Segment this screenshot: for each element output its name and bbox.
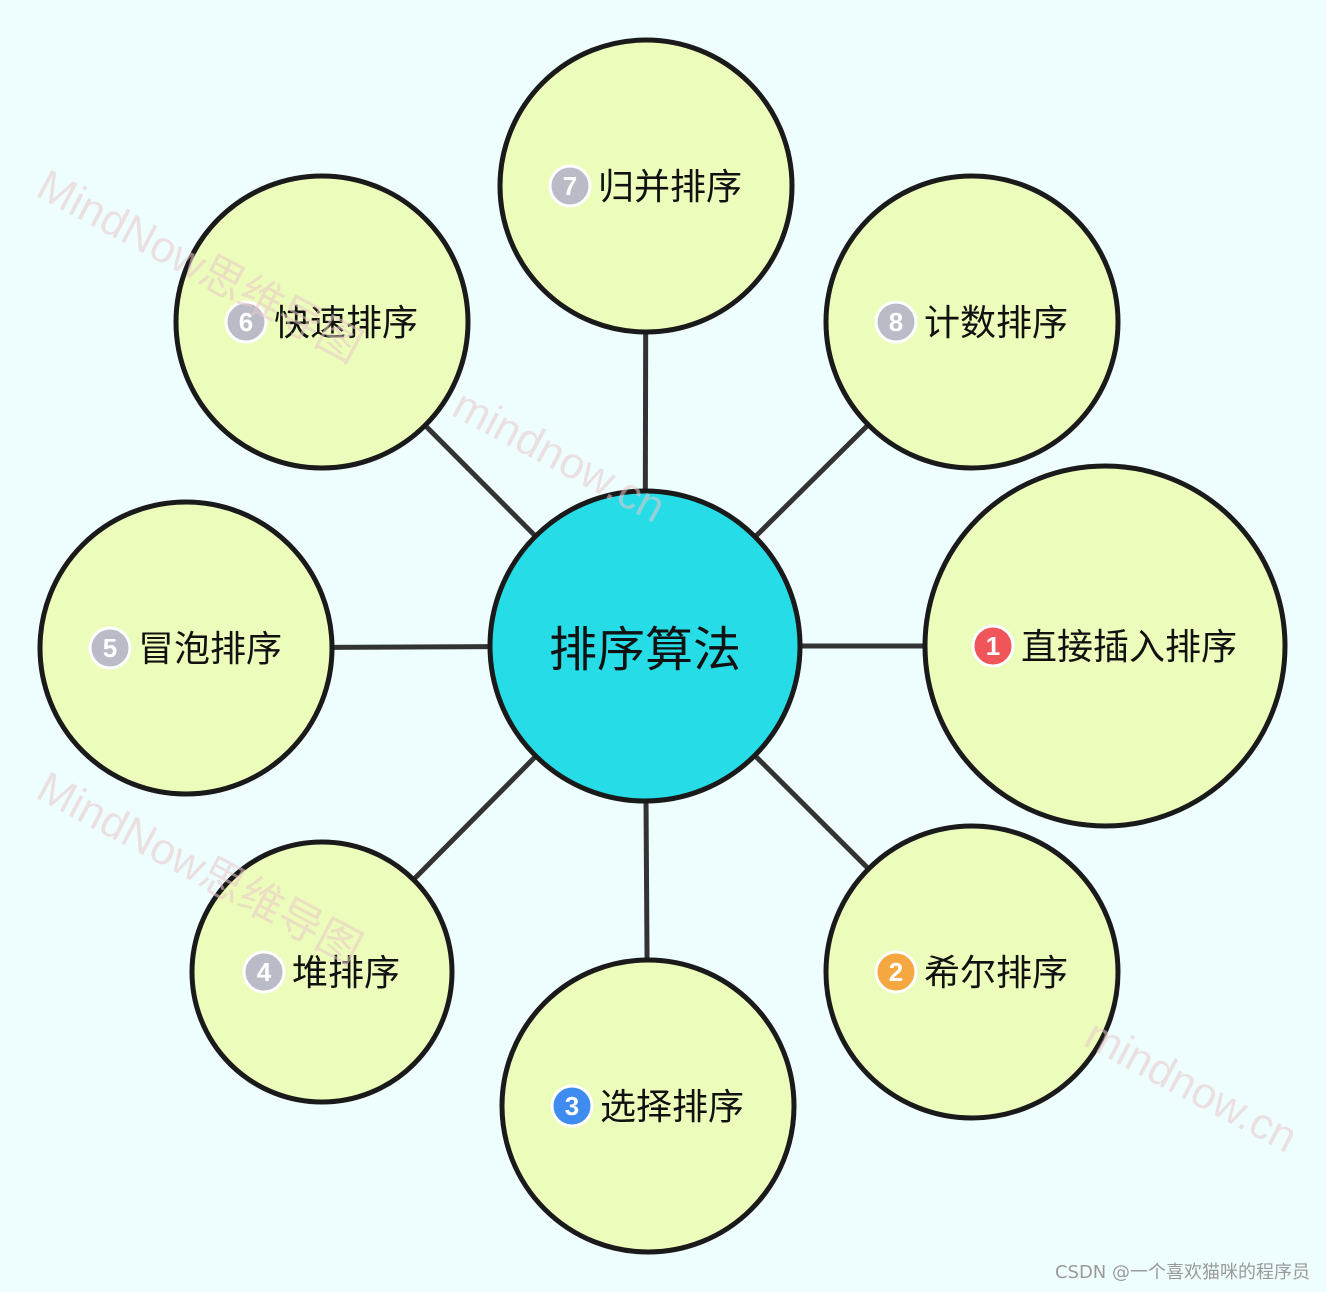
connector-line (411, 754, 538, 882)
topic-label: 计数排序 (924, 303, 1068, 344)
connector-line (423, 423, 538, 538)
priority-number: 7 (563, 171, 577, 201)
priority-badge (874, 300, 918, 344)
topic-node[interactable]: 4 堆排序 (189, 839, 455, 1105)
priority-number: 3 (565, 1091, 579, 1121)
credit-text: CSDN @一个喜欢猫咪的程序员 (1054, 1262, 1310, 1283)
topic-node[interactable]: 6 快速排序 (173, 173, 471, 471)
topic-circle (189, 839, 455, 1105)
central-topic-circle (487, 488, 803, 804)
topic-node[interactable]: 3 选择排序 (499, 957, 797, 1255)
priority-number: 6 (239, 307, 253, 337)
connector-line (753, 422, 871, 539)
topic-label: 归并排序 (598, 167, 742, 208)
priority-badge (242, 950, 286, 994)
priority-badge (88, 626, 132, 670)
priority-badge (550, 1084, 594, 1128)
topic-label: 希尔排序 (924, 953, 1068, 994)
priority-badge (971, 624, 1015, 668)
priority-badge (548, 164, 592, 208)
central-topic[interactable]: 排序算法 (487, 488, 803, 804)
topic-node[interactable]: 5 冒泡排序 (37, 499, 335, 797)
priority-number: 2 (889, 957, 903, 987)
priority-badge (874, 950, 918, 994)
topic-node[interactable]: 1 直接插入排序 (922, 463, 1288, 829)
topic-node[interactable]: 7 归并排序 (497, 37, 795, 335)
priority-number: 5 (103, 633, 117, 663)
topic-circle (823, 823, 1121, 1121)
connector-line (331, 644, 491, 650)
topic-label: 快速排序 (274, 303, 418, 344)
priority-number: 1 (986, 631, 1000, 661)
topic-label: 直接插入排序 (1021, 627, 1237, 668)
topic-node[interactable]: 8 计数排序 (823, 173, 1121, 471)
priority-number: 8 (889, 307, 903, 337)
topic-circle (823, 173, 1121, 471)
topic-label: 冒泡排序 (138, 629, 282, 670)
topic-label: 选择排序 (600, 1087, 744, 1128)
topic-circle (173, 173, 471, 471)
topic-circle (497, 37, 795, 335)
topic-node[interactable]: 2 希尔排序 (823, 823, 1121, 1121)
topic-circle (499, 957, 797, 1255)
connector-line (643, 800, 650, 961)
central-topic-label: 排序算法 (549, 622, 741, 678)
priority-number: 4 (257, 957, 272, 987)
topic-circle (37, 499, 335, 797)
priority-badge (224, 300, 268, 344)
topic-nodes: 1 直接插入排序 2 希尔排序 3 选择排序 4 堆排序 5 冒泡排序 6 快速排序 7 归并排序 8 计数排… (37, 37, 1288, 1255)
topic-label: 堆排序 (292, 953, 400, 994)
topic-circle (922, 463, 1288, 829)
connector-lines (331, 331, 925, 961)
connector-line (753, 753, 871, 871)
